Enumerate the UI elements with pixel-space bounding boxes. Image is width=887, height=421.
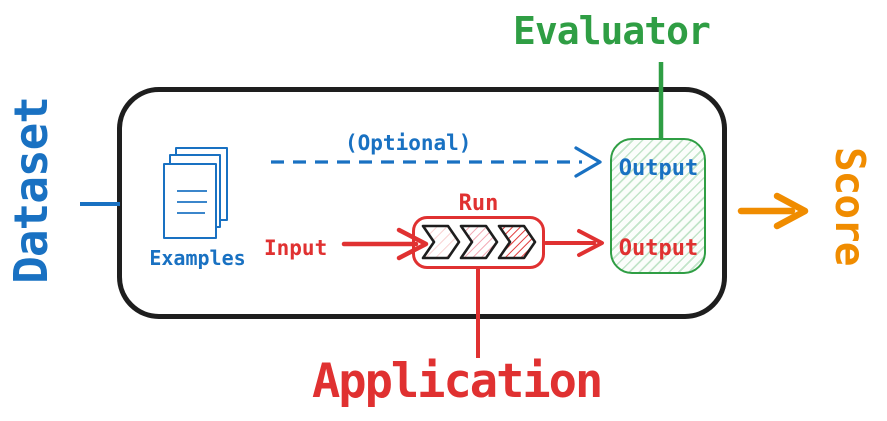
input-label: Input bbox=[264, 236, 328, 260]
score-arrow bbox=[737, 192, 809, 230]
score-label: Score bbox=[826, 147, 875, 266]
output-reference-label: Output bbox=[618, 156, 699, 181]
evaluator-label: Evaluator bbox=[513, 9, 711, 53]
output-app-label: Output bbox=[618, 236, 699, 261]
optional-edge-label: (Optional) bbox=[345, 131, 472, 155]
document-page-front bbox=[163, 163, 217, 239]
run-label: Run bbox=[458, 191, 499, 216]
application-label: Application bbox=[312, 354, 603, 409]
examples-label: Examples bbox=[149, 246, 246, 270]
run-box bbox=[412, 216, 545, 269]
dataset-label: Dataset bbox=[4, 97, 58, 284]
evaluator-output-box bbox=[610, 138, 706, 274]
